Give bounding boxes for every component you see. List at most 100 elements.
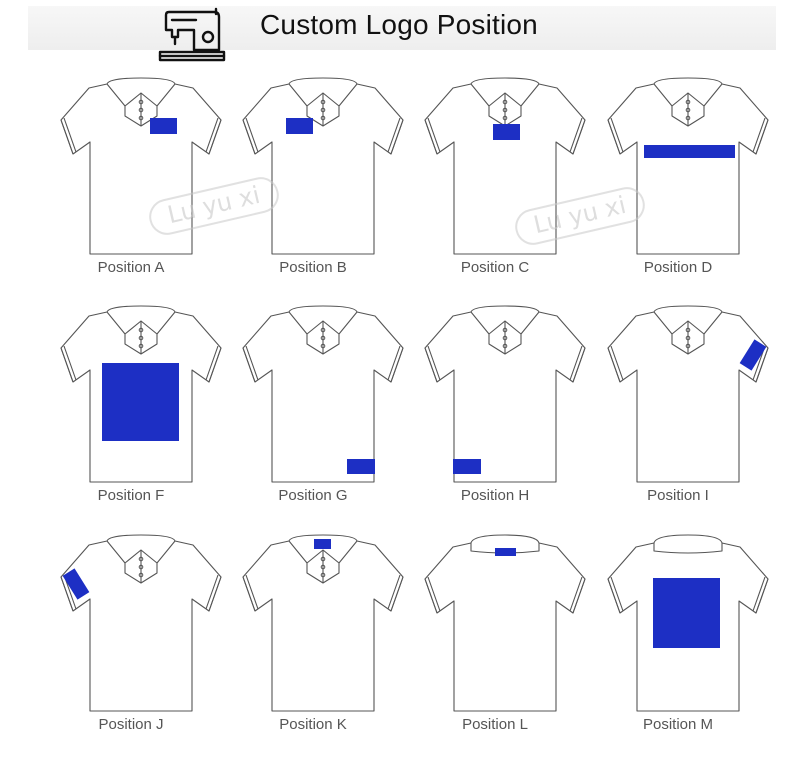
shirt-outline	[60, 83, 222, 255]
button	[320, 107, 326, 113]
sleeve-cuff	[607, 117, 624, 155]
polo-shirt-front	[60, 534, 222, 712]
sleeve-cuff	[60, 117, 77, 155]
shirt-outline	[607, 83, 769, 255]
button	[138, 107, 144, 113]
sleeve-cuff	[569, 576, 586, 614]
collar	[653, 305, 723, 355]
position-label: Position M	[642, 716, 714, 733]
polo-shirt-front	[607, 305, 769, 483]
position-label: Position F	[97, 487, 165, 504]
collar	[106, 534, 176, 584]
collar	[288, 534, 358, 584]
collar	[288, 77, 358, 127]
logo-area	[347, 459, 375, 474]
button	[138, 343, 144, 349]
collar	[653, 77, 723, 127]
shirt-outline	[242, 83, 404, 255]
sleeve-cuff	[242, 117, 259, 155]
position-card: Position D	[597, 77, 779, 303]
polo-shirt-front	[242, 305, 404, 483]
logo-area	[314, 539, 331, 549]
button	[685, 327, 691, 333]
button	[502, 99, 508, 105]
sleeve-cuff	[424, 345, 441, 383]
button	[502, 343, 508, 349]
sewing-machine-icon	[158, 7, 226, 62]
polo-shirt-front	[60, 305, 222, 483]
logo-area	[102, 363, 179, 441]
logo-area	[495, 548, 516, 556]
button	[320, 343, 326, 349]
button	[138, 327, 144, 333]
sleeve-cuff	[752, 117, 769, 155]
button	[320, 556, 326, 562]
button	[138, 115, 144, 121]
position-label: Position H	[460, 487, 530, 504]
shirt-outline	[242, 311, 404, 483]
button	[685, 343, 691, 349]
sleeve-cuff	[424, 576, 441, 614]
position-label: Position B	[279, 259, 347, 276]
button	[502, 335, 508, 341]
sleeve-cuff	[387, 117, 404, 155]
button	[685, 335, 691, 341]
position-label: Position G	[278, 487, 348, 504]
position-card: Position K	[232, 534, 414, 760]
polo-shirt-front	[424, 305, 586, 483]
logo-area	[150, 118, 177, 134]
sleeve-cuff	[387, 345, 404, 383]
shirt-outline	[424, 83, 586, 255]
position-label: Position C	[460, 259, 530, 276]
polo-shirt-front	[607, 77, 769, 255]
sleeve-cuff	[60, 345, 77, 383]
shirt-outline	[242, 540, 404, 712]
button	[685, 99, 691, 105]
button	[138, 99, 144, 105]
button	[320, 99, 326, 105]
collar	[653, 534, 723, 554]
sleeve-cuff	[205, 574, 222, 612]
polo-shirt-front	[242, 534, 404, 712]
button	[320, 115, 326, 121]
button	[685, 115, 691, 121]
button	[320, 335, 326, 341]
polo-shirt-back	[607, 534, 769, 712]
button	[320, 572, 326, 578]
position-card: Position M	[597, 534, 779, 760]
logo-area	[286, 118, 313, 134]
position-card: Position L	[414, 534, 596, 760]
button	[320, 564, 326, 570]
polo-shirt-front	[242, 77, 404, 255]
button	[502, 115, 508, 121]
position-card: Position C	[414, 77, 596, 303]
position-label: Position I	[647, 487, 709, 504]
logo-area	[653, 578, 720, 648]
sleeve-cuff	[607, 576, 624, 614]
position-card: Position H	[414, 305, 596, 531]
button	[685, 107, 691, 113]
sleeve-cuff	[242, 345, 259, 383]
collar	[106, 305, 176, 355]
shirt-outline	[424, 311, 586, 483]
collar	[470, 77, 540, 127]
position-card: Position F	[50, 305, 232, 531]
polo-shirt-back	[424, 534, 586, 712]
page-title: Custom Logo Position	[260, 9, 538, 40]
polo-shirt-front	[60, 77, 222, 255]
sleeve-cuff	[569, 117, 586, 155]
title-banner	[28, 6, 776, 50]
button	[138, 556, 144, 562]
sleeve-cuff	[387, 574, 404, 612]
shirt-outline	[424, 542, 586, 712]
logo-area	[62, 568, 90, 600]
logo-area	[493, 124, 520, 140]
position-card: Position G	[232, 305, 414, 531]
position-card: Position A	[50, 77, 232, 303]
button	[320, 327, 326, 333]
button	[138, 335, 144, 341]
shirt-outline	[60, 311, 222, 483]
position-label: Position J	[98, 716, 164, 733]
shirt-outline	[60, 540, 222, 712]
